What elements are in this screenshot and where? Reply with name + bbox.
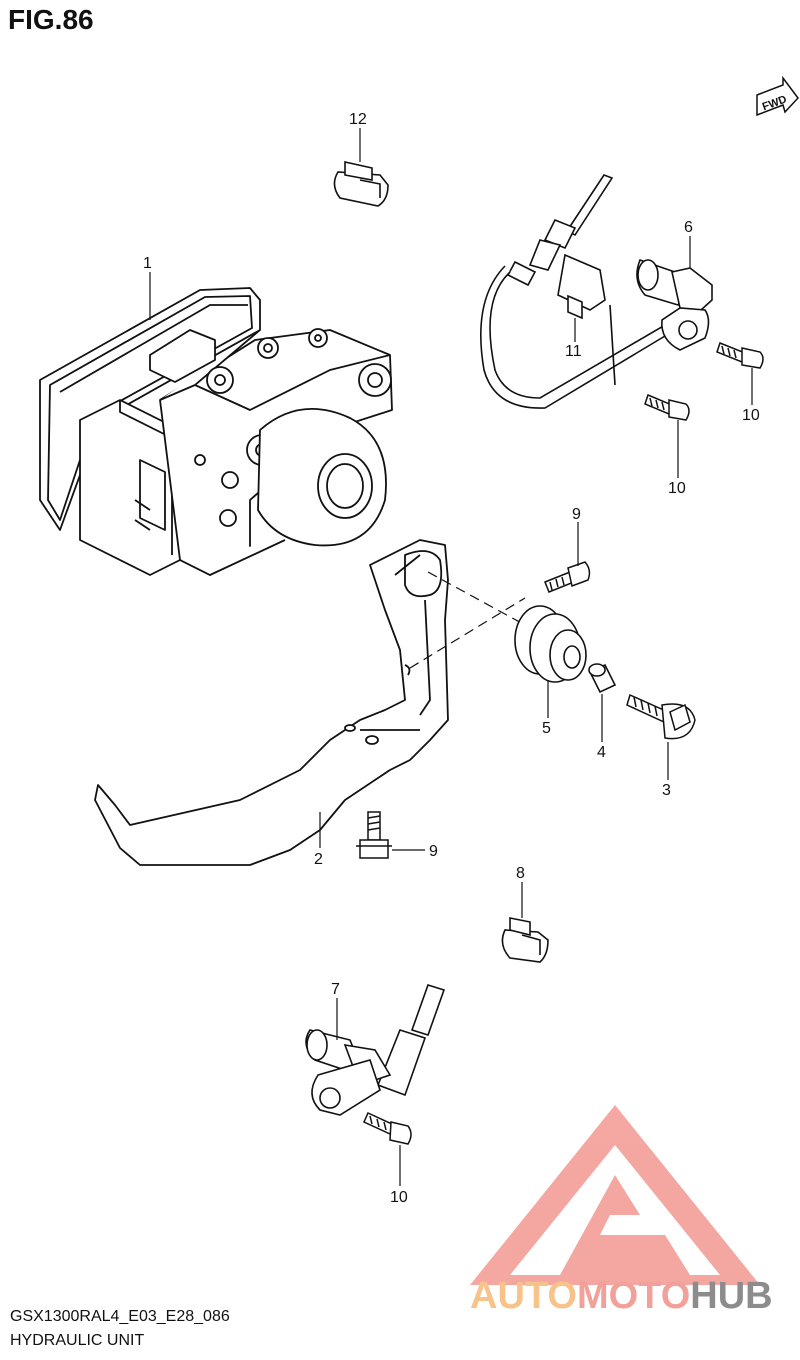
- part-9-bolt-upper: [544, 561, 591, 593]
- footer-code: GSX1300RAL4_E03_E28_086: [10, 1308, 230, 1325]
- callout-3: 3: [662, 782, 671, 799]
- watermark-hub: HUB: [690, 1275, 772, 1317]
- callout-9-a: 9: [572, 506, 581, 523]
- callout-7: 7: [331, 981, 340, 998]
- callout-5: 5: [542, 720, 551, 737]
- watermark-text: AUTOMOTOHUB: [470, 1275, 773, 1317]
- part-10-bolt-b: [644, 393, 690, 421]
- part-9-bolt-lower: [356, 811, 392, 859]
- assembly-guide-line: [409, 571, 526, 669]
- callout-1: 1: [143, 255, 152, 272]
- part-8-clip: [501, 917, 549, 963]
- callout-10-c: 10: [390, 1189, 408, 1206]
- leader-lines: [149, 128, 753, 1186]
- callout-9-b: 9: [429, 843, 438, 860]
- part-6-speed-sensor: [636, 258, 713, 351]
- callout-10-a: 10: [742, 407, 760, 424]
- callout-2: 2: [314, 851, 323, 868]
- callout-10-b: 10: [668, 480, 686, 497]
- part-12-clip: [333, 161, 389, 207]
- part-5-grommet: [514, 605, 587, 683]
- part-2-bracket: [94, 539, 449, 866]
- fwd-arrow-icon: FWD: [756, 75, 799, 117]
- callout-6: 6: [684, 219, 693, 236]
- watermark-logo: [470, 1105, 760, 1285]
- watermark-moto: MOTO: [577, 1275, 690, 1317]
- part-7-speed-sensor: [305, 984, 446, 1116]
- callout-8: 8: [516, 865, 525, 882]
- callout-4: 4: [597, 744, 606, 761]
- callout-11: 11: [565, 343, 582, 360]
- part-11-sensor-harness: [480, 174, 677, 409]
- part-4-collar: [588, 663, 617, 694]
- part-10-bolt-a: [716, 342, 764, 369]
- part-10-bolt-c: [363, 1112, 412, 1145]
- figure-title: FIG.86: [8, 4, 94, 35]
- footer-name: HYDRAULIC UNIT: [10, 1332, 145, 1349]
- callout-12: 12: [349, 111, 367, 128]
- callout-labels: 12 1 6 11 10 10 9 5 4 3 2 9 8 7 10: [143, 111, 760, 1206]
- part-1-hydraulic-unit: [39, 287, 393, 576]
- part-3-bolt: [626, 693, 696, 740]
- watermark-auto: AUTO: [470, 1275, 577, 1317]
